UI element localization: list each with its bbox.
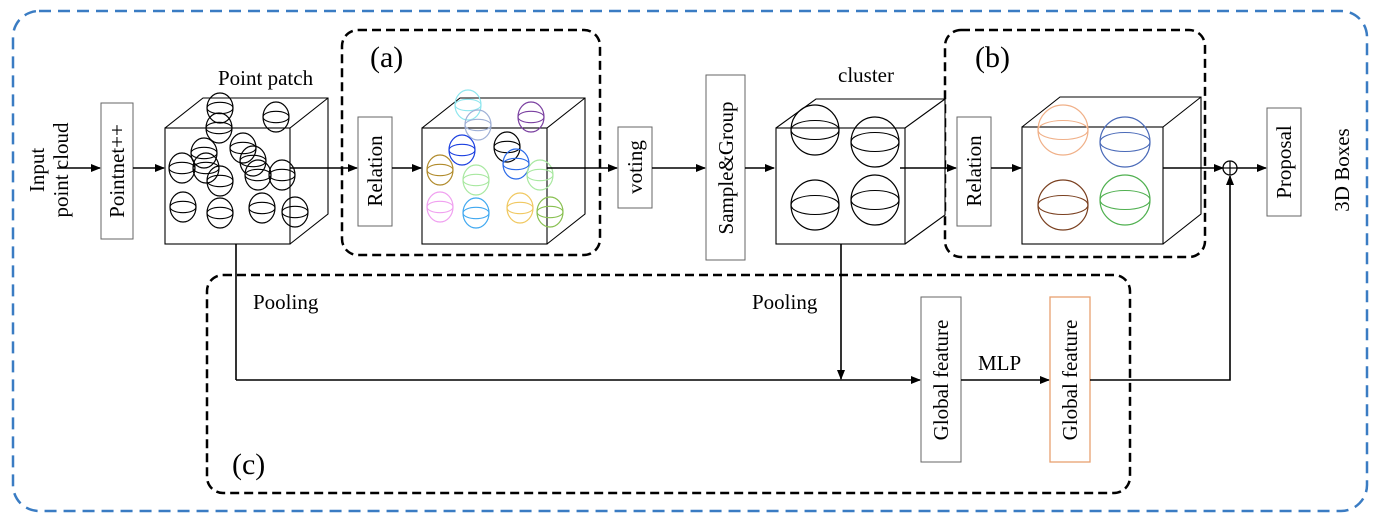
sphere-icon — [464, 109, 492, 141]
sphere-icon — [169, 191, 197, 223]
svg-text:Relation: Relation — [363, 135, 387, 207]
sphere-icon — [168, 152, 196, 184]
svg-text:Input: Input — [25, 148, 49, 192]
point-patch-cube — [164, 92, 329, 245]
3d-boxes-label: 3D Boxes — [1330, 128, 1354, 211]
cube-front-face — [1021, 126, 1164, 245]
group-b-frame — [943, 28, 1207, 259]
sum-operator-icon — [1222, 160, 1238, 176]
svg-text:Sample&Group: Sample&Group — [714, 102, 738, 235]
relation-box-a: Relation — [357, 116, 393, 227]
sphere-icon — [506, 192, 534, 224]
svg-text:Global feature: Global feature — [1058, 320, 1082, 441]
sphere-icon — [206, 165, 234, 197]
sphere-icon — [206, 92, 234, 124]
sphere-icon — [850, 116, 900, 168]
sphere-icon — [239, 145, 267, 177]
sphere-icon — [462, 164, 490, 196]
group-c-label: (c) — [232, 448, 265, 481]
sphere-icon — [850, 174, 900, 226]
sphere-icon — [1037, 104, 1089, 156]
sphere-icon — [454, 89, 482, 121]
svg-text:voting: voting — [623, 140, 647, 194]
sphere-icon — [206, 197, 234, 229]
sphere-icon — [205, 112, 233, 144]
mlp-label: MLP — [978, 351, 1021, 375]
cube-front-face — [421, 127, 548, 245]
cube-edges — [775, 98, 946, 245]
group-b-label: (b) — [975, 41, 1010, 74]
sphere-icon — [502, 148, 530, 180]
sphere-icon — [244, 159, 272, 191]
sphere-icon — [192, 152, 220, 184]
group-a-frame — [340, 28, 602, 257]
svg-text:point cloud: point cloud — [49, 122, 73, 218]
sphere-icon — [426, 191, 454, 223]
sphere-icon — [448, 134, 476, 166]
sphere-icon — [190, 137, 218, 169]
cube-edges — [1021, 96, 1202, 245]
sphere-icon — [462, 197, 490, 229]
svg-text:Relation: Relation — [962, 135, 986, 207]
sphere-icon — [1099, 116, 1151, 168]
sphere-icon — [248, 192, 276, 224]
group-c-frame — [205, 273, 1132, 495]
sphere-icon — [536, 196, 564, 228]
sphere-icon — [426, 154, 454, 186]
cube-front-face — [164, 127, 291, 245]
point-patch-label: Point patch — [218, 66, 314, 90]
sphere-icon — [790, 179, 840, 231]
arrow-global-sum — [1090, 175, 1234, 381]
sphere-icon — [517, 101, 545, 133]
svg-text:Proposal: Proposal — [1272, 125, 1296, 199]
group-a-label: (a) — [370, 41, 403, 74]
outer-dashed-frame — [11, 9, 1369, 513]
pooling-label-1: Pooling — [253, 290, 319, 314]
sphere-icon — [262, 101, 290, 133]
relation-box-b: Relation — [956, 116, 992, 227]
cube-edges — [421, 97, 586, 245]
pooling-label-2: Pooling — [752, 290, 818, 314]
sphere-icon — [526, 159, 554, 191]
sample-group-box: Sample&Group — [705, 74, 746, 261]
global-feature-box-2: Global feature — [1049, 296, 1091, 463]
input-point-cloud-label: Input point cloud — [25, 122, 73, 218]
proposal-box: Proposal — [1266, 107, 1302, 217]
svg-text:Global feature: Global feature — [929, 320, 953, 441]
sphere-icon — [268, 159, 296, 191]
pointnet-box: Pointnet++ — [100, 102, 134, 240]
cluster-cube — [775, 98, 946, 245]
voting-box: voting — [617, 126, 653, 209]
sphere-icon — [229, 132, 257, 164]
global-feature-box-1: Global feature — [920, 296, 962, 463]
sphere-icon — [281, 196, 309, 228]
relation-patch-cube — [421, 89, 586, 245]
sphere-icon — [790, 104, 840, 156]
cube-edges — [164, 97, 329, 245]
sphere-icon — [1099, 174, 1151, 226]
relation-cluster-cube — [1021, 96, 1202, 245]
sphere-icon — [1037, 179, 1089, 231]
svg-text:Pointnet++: Pointnet++ — [105, 124, 129, 218]
cluster-label: cluster — [838, 63, 894, 87]
